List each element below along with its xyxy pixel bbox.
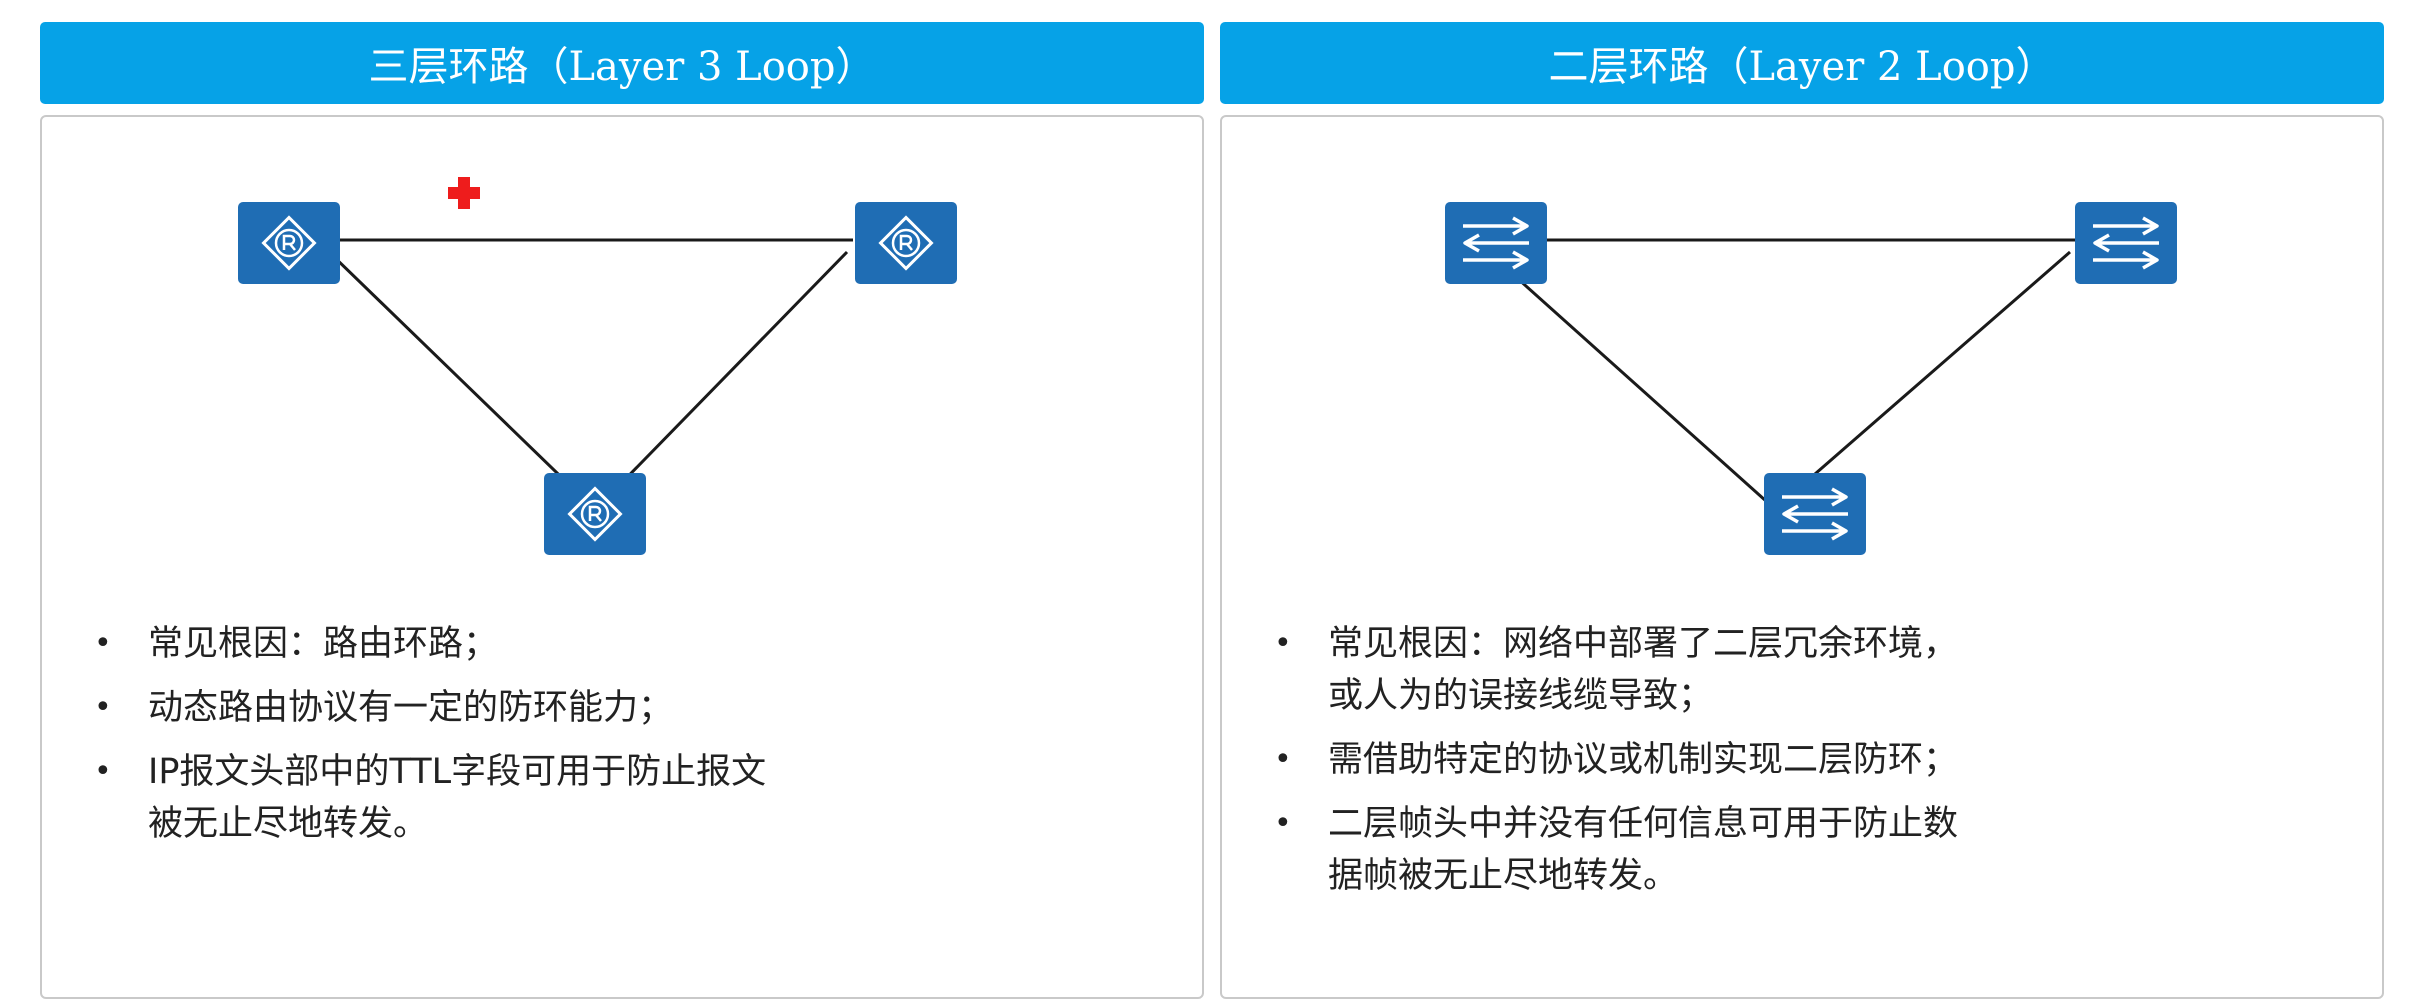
list-item: 常见根因：路由环路； [42, 618, 766, 670]
layer2-topology-diagram [1445, 202, 2177, 555]
layer3-loop-panel: 三层环路（Layer 3 Loop） [40, 22, 1204, 999]
list-item-text: 需借助特定的协议或机制实现二层防环； [1328, 740, 1959, 780]
list-item: IP报文头部中的TTL字段可用于防止报文 被无止尽地转发。 [42, 746, 766, 850]
switch-icon [2075, 202, 2177, 284]
layer2-loop-panel: 二层环路（Layer 2 Loop） [1220, 22, 2384, 999]
cause-list: 常见根因：路由环路； 动态路由协议有一定的防环能力； IP报文头部中的TTL字段… [42, 618, 766, 862]
panel-title: 二层环路（Layer 2 Loop） [1220, 22, 2384, 104]
list-item-text: 二层帧头中并没有任何信息可用于防止数 [1328, 804, 1959, 844]
list-item-text-continued: 被无止尽地转发。 [148, 804, 429, 844]
list-item: 需借助特定的协议或机制实现二层防环； [1222, 734, 1958, 786]
cause-list: 常见根因：网络中部署了二层冗余环境， 或人为的误接线缆导致； 需借助特定的协议或… [1222, 618, 1958, 914]
link-right [602, 250, 849, 503]
topology-links [1448, 238, 2076, 503]
list-item-text-continued: 据帧被无止尽地转发。 [1328, 856, 1679, 896]
topology-links [289, 238, 853, 503]
list-item: 动态路由协议有一定的防环能力； [42, 682, 766, 734]
panel-body: 常见根因：网络中部署了二层冗余环境， 或人为的误接线缆导致； 需借助特定的协议或… [1220, 115, 2384, 999]
list-item-text: 动态路由协议有一定的防环能力； [148, 688, 674, 728]
list-item-text-continued: 或人为的误接线缆导致； [1328, 676, 1714, 716]
switch-icon [1764, 473, 1866, 555]
list-item: 常见根因：网络中部署了二层冗余环境， 或人为的误接线缆导致； [1222, 618, 1958, 722]
loop-marker-red-cross-icon [448, 177, 480, 209]
list-item: 二层帧头中并没有任何信息可用于防止数 据帧被无止尽地转发。 [1222, 798, 1958, 902]
link-left [1486, 250, 1768, 503]
router-icon [238, 202, 340, 284]
router-icon [544, 473, 646, 555]
panel-body: 常见根因：路由环路； 动态路由协议有一定的防环能力； IP报文头部中的TTL字段… [40, 115, 1204, 999]
list-item-text: IP报文头部中的TTL字段可用于防止报文 [148, 752, 767, 792]
layer3-topology-diagram [238, 177, 957, 555]
link-right [1783, 250, 2071, 503]
link-left [327, 250, 588, 503]
list-item-text: 常见根因：路由环路； [148, 624, 499, 664]
panel-title: 三层环路（Layer 3 Loop） [40, 22, 1204, 104]
switch-icon [1445, 202, 1547, 284]
router-icon [855, 202, 957, 284]
list-item-text: 常见根因：网络中部署了二层冗余环境， [1328, 624, 1959, 664]
